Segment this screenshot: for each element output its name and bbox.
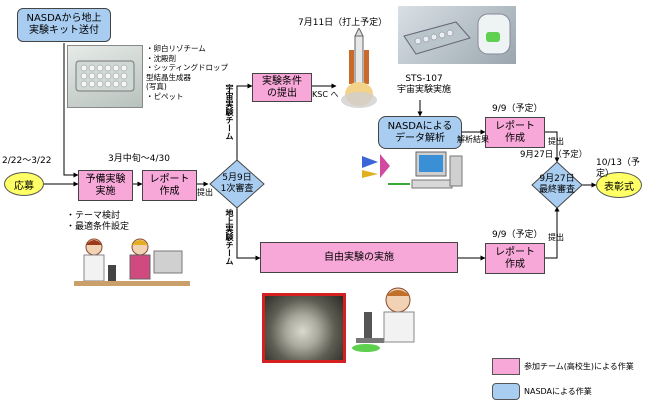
arrow-report3-to-final [545,206,560,259]
legend-swatch-nasda [492,383,520,400]
report2-box: レポート 作成 [485,117,545,148]
ground-team-label: 地上実験チーム [225,209,234,265]
screening-diamond-label: 5月9日 1次審査 [220,173,254,194]
students-icon [74,238,190,286]
report3-box: レポート 作成 [485,243,545,274]
arrow-screening-to-conditions [236,83,253,160]
kit-tray-icon [75,60,135,92]
final-date-note: 9月27日（予定） [520,150,588,160]
arrow-report2-to-final [545,131,560,163]
theme-notes: ・テーマ検討 ・最適条件設定 [66,211,130,232]
date-report3: 9/9（予定） [492,230,543,240]
kit-photo [67,45,143,108]
free-experiment-box: 自由実験の実施 [260,242,458,273]
ksc-label: KSC へ [312,90,339,99]
analysis-result-label: 解析結果 [457,135,489,144]
nasda-analysis-box: NASDAによる データ解析 [378,116,462,149]
submit-label-2: 提出 [548,137,564,146]
final-diamond-label: 9月27日 最終審査 [538,174,575,195]
conditions-box: 実験条件 の提出 [252,73,312,102]
legend-label-nasda: NASDAによる作業 [524,387,592,396]
date-award: 10/13（予定） [596,158,640,179]
space-shuttle-icon [341,26,377,108]
legend-swatch-team [492,358,520,375]
arrow-screening-to-free [236,208,261,261]
student-microscope-icon [352,287,415,352]
crystal-device-photo [398,6,516,64]
computer-illustration [358,150,468,196]
date-report2: 9/9（予定） [492,104,543,114]
pre-experiment-box: 予備実験 実施 [78,170,133,201]
crystal-device-icon [403,13,511,55]
final-diamond-shape [531,161,583,209]
shuttle-photo [339,26,379,108]
award-oval: 表彰式 [596,172,642,198]
boy-illustration [346,282,430,358]
legend-label-team: 参加チーム(高校生)による作業 [524,362,634,371]
launch-date: 7月11日（打上予定） [298,18,388,28]
sts-label: STS-107 宇宙実験実施 [397,74,452,95]
girls-illustration [70,235,194,295]
computer-icon [362,151,463,189]
microscope-photo [262,293,346,363]
kit-sent-box: NASDAから地上 実験キット送付 [17,8,111,42]
date-pre: 3月中旬～4/30 [108,154,170,164]
report1-box: レポート 作成 [142,170,197,201]
date-apply: 2/22～3/22 [2,156,52,166]
apply-oval: 応募 [4,172,44,196]
submit-label-1: 提出 [197,188,213,197]
space-team-label: 宇宙実験チーム [225,84,234,140]
arrow-kit-to-pre [63,43,79,178]
screening-diamond-shape [209,159,265,209]
submit-label-3: 提出 [548,233,564,242]
kit-items-list: ・卵白リゾチーム ・沈殿剤 ・シッティングドロップ 型結晶生成器 (写真) ・ピ… [146,44,229,101]
